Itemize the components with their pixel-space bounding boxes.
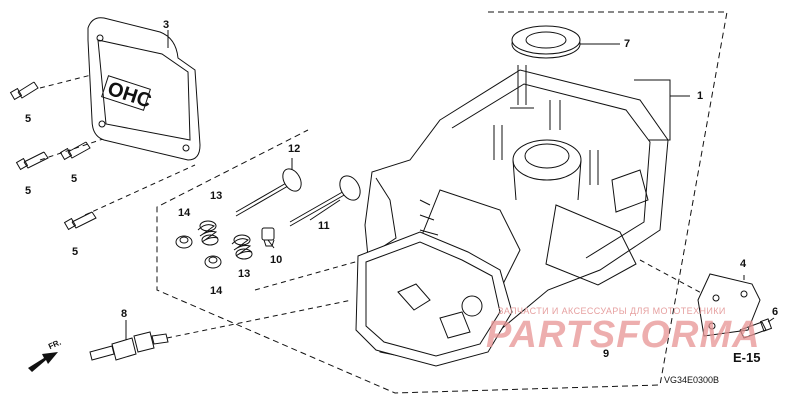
callout-4: 4 (740, 258, 747, 270)
bolt-icon (739, 318, 773, 339)
diagram-code: VG34E0300B (664, 375, 720, 385)
leader-line (767, 317, 775, 323)
callout-10: 10 (270, 254, 283, 266)
callout-1: 1 (697, 90, 704, 102)
watermark-tagline: ЗАПЧАСТИ И АКСЕССУАРЫ ДЛЯ МОТОТЕХНИКИ (498, 306, 726, 316)
cylinder-head (355, 231, 513, 367)
callout-11: 11 (318, 220, 330, 232)
callout-13: 13 (210, 190, 223, 202)
leader-line (634, 79, 690, 97)
front-direction-arrow-icon (28, 352, 58, 372)
callout-14: 14 (210, 285, 223, 297)
bolt-icon (15, 151, 49, 171)
callout-7: 7 (624, 38, 631, 50)
spark-plug (89, 331, 169, 361)
callout-5: 5 (72, 246, 79, 258)
bolt-icon (59, 141, 91, 161)
assembly-line (166, 299, 353, 339)
callout-13: 13 (238, 268, 251, 280)
assembly-line (639, 259, 706, 296)
callout-5: 5 (25, 185, 32, 197)
assembly-line (84, 164, 196, 216)
watermark-brand: PARTSFORMA (486, 314, 761, 356)
callout-5: 5 (25, 113, 32, 125)
bolt-icon (63, 211, 97, 231)
page-code: E-15 (733, 350, 761, 365)
leader-line (267, 239, 275, 249)
oil-seal (511, 25, 581, 59)
valve (289, 175, 361, 227)
spring-retainer (175, 235, 193, 249)
callout-9: 9 (603, 348, 610, 360)
callout-6: 6 (772, 306, 779, 318)
valve (235, 168, 302, 217)
gasket (697, 273, 761, 337)
leader-line (309, 199, 341, 221)
callout-8: 8 (121, 308, 128, 320)
callout-12: 12 (288, 143, 301, 155)
bolt-icon (9, 81, 39, 101)
valve-spring (231, 234, 253, 260)
head-cover (87, 17, 201, 161)
spring-retainer (204, 255, 222, 269)
group-frame (156, 11, 728, 394)
callout-5: 5 (71, 173, 78, 185)
callout-14: 14 (178, 207, 191, 219)
valve-spring (197, 220, 219, 246)
valve-stem-seal (261, 227, 275, 247)
callout-3: 3 (163, 19, 170, 31)
